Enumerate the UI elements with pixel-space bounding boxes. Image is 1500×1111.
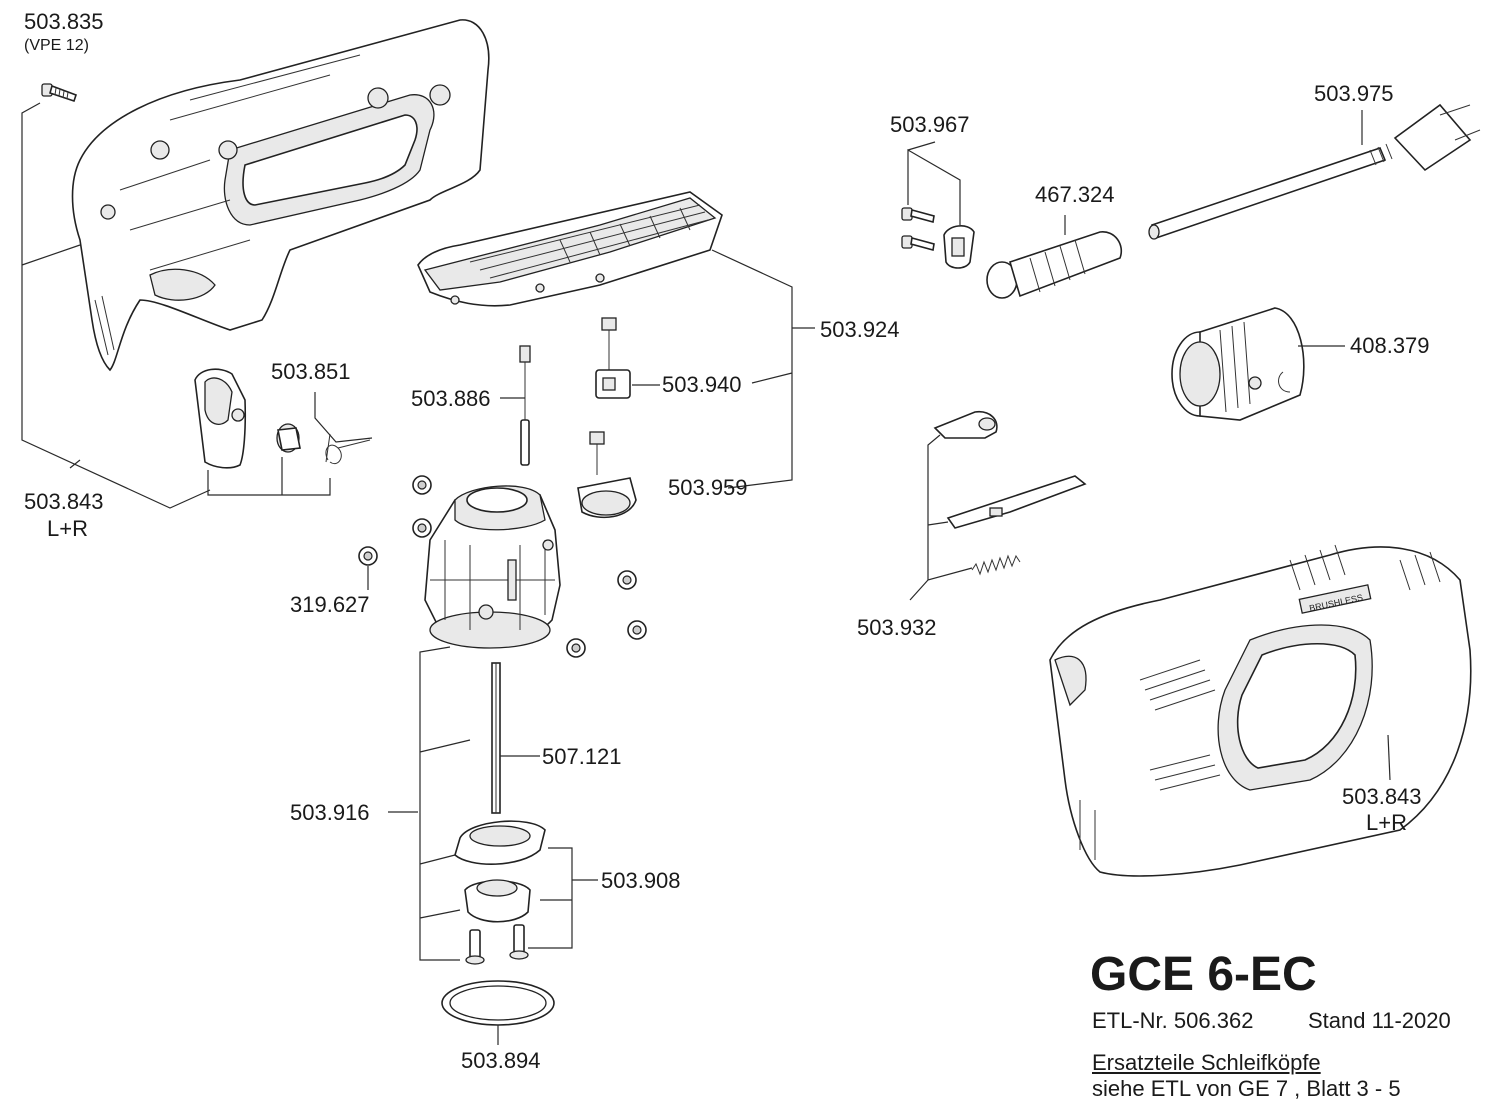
- label-507121: 507.121: [542, 744, 622, 769]
- o-ring: [441, 980, 555, 1026]
- housing-half-left: [71, 19, 490, 372]
- model-title: GCE 6-EC: [1090, 948, 1317, 1001]
- label-503835-sub: (VPE 12): [24, 37, 89, 54]
- grommets: [358, 475, 647, 658]
- lock-slider: [946, 475, 1087, 529]
- label-503932: 503.932: [857, 615, 937, 640]
- label-503967: 503.967: [890, 112, 970, 137]
- label-503924: 503.924: [820, 317, 900, 342]
- cable-sleeve: [986, 231, 1122, 299]
- label-503916: 503.916: [290, 800, 370, 825]
- etl-number: ETL-Nr. 506.362: [1092, 1008, 1254, 1033]
- spare-parts-note-text: siehe ETL von GE 7 , Blatt 3 - 5: [1092, 1076, 1401, 1101]
- spare-parts-note-heading: Ersatzteile Schleifköpfe: [1092, 1050, 1321, 1075]
- bearing-cover: [454, 820, 546, 865]
- label-503886: 503.886: [411, 386, 491, 411]
- label-503843-left-sub: L+R: [47, 516, 88, 541]
- label-503975: 503.975: [1314, 81, 1394, 106]
- cable-clamp-screws: [901, 207, 975, 269]
- label-503843-right-sub: L+R: [1366, 810, 1407, 835]
- connector-503940: [595, 317, 631, 399]
- sleeve: [276, 423, 301, 453]
- label-408379: 408.379: [1350, 333, 1430, 358]
- label-503851: 503.851: [271, 359, 351, 384]
- motor: [424, 485, 561, 649]
- label-503894: 503.894: [461, 1048, 541, 1073]
- screw-503835: [41, 83, 78, 103]
- screws-503908: [465, 924, 529, 965]
- electronics-board: [417, 191, 723, 307]
- label-503835: 503.835: [24, 9, 104, 34]
- gear-cap: [1171, 307, 1305, 421]
- lock-lever: [933, 410, 998, 439]
- label-503843-right: 503.843: [1342, 784, 1422, 809]
- label-503940: 503.940: [662, 372, 742, 397]
- label-503959: 503.959: [668, 475, 748, 500]
- shaft: [491, 662, 501, 814]
- stand-date: Stand 11-2020: [1308, 1008, 1451, 1033]
- bearing-holder: [464, 879, 531, 923]
- torsion-spring: [325, 433, 371, 464]
- sensor-wire: [519, 345, 531, 466]
- switch-paddle: [194, 368, 247, 469]
- label-467324: 467.324: [1035, 182, 1115, 207]
- power-cable: [1148, 103, 1481, 240]
- assembled-tool: [1049, 544, 1472, 877]
- lock-spring: [971, 554, 1021, 576]
- label-503843-left: 503.843: [24, 489, 104, 514]
- label-319627: 319.627: [290, 592, 370, 617]
- label-503908: 503.908: [601, 868, 681, 893]
- sensor-board-503959: [577, 431, 637, 519]
